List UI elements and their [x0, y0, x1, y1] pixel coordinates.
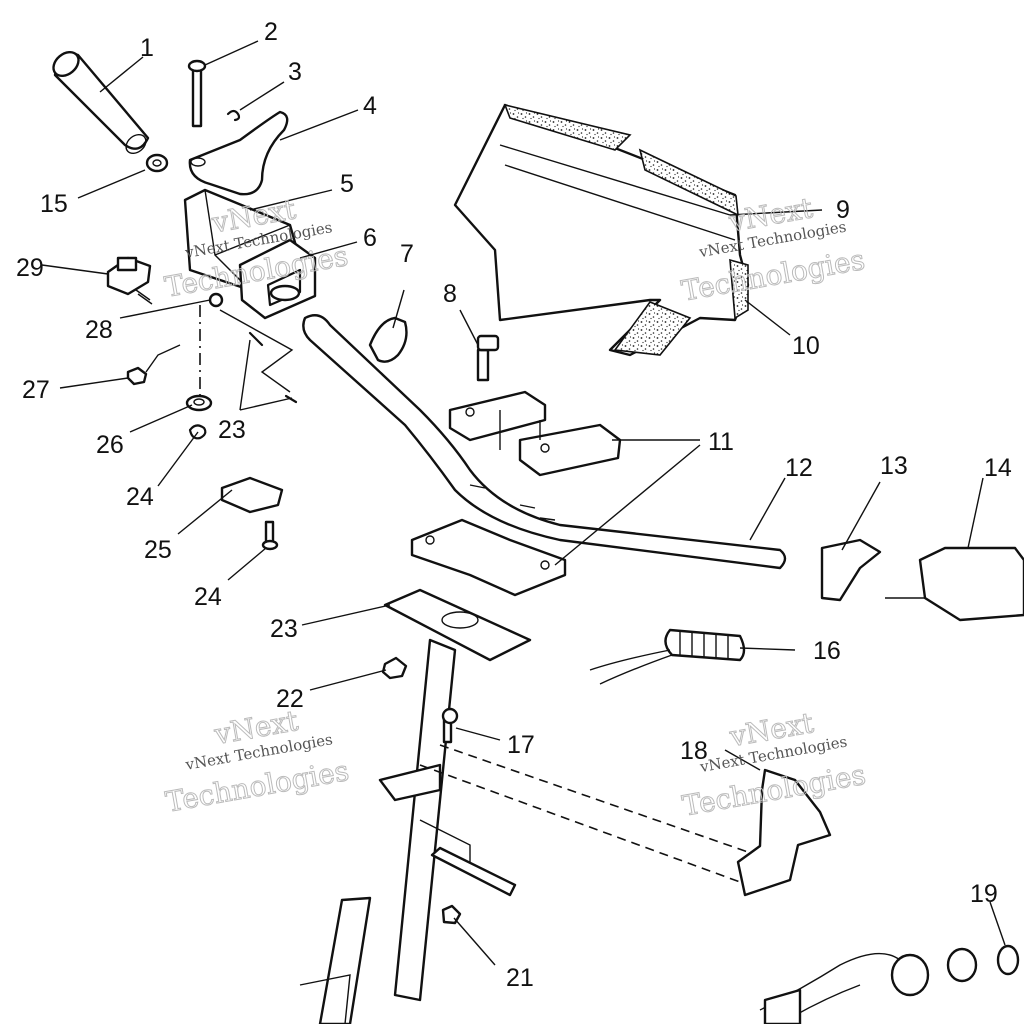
cover-plate: [220, 476, 284, 514]
housing-screw-b: [284, 394, 298, 404]
callout-6: 6: [363, 224, 377, 252]
instrument-hood: [453, 103, 750, 357]
brake-master-cylinder: [885, 546, 1024, 622]
clamp-bolt: [476, 334, 500, 382]
callout-21: 21: [506, 964, 534, 992]
brake-switch: [820, 538, 882, 602]
watermark-bottom-left: vNext vNext Technologies Technologies: [163, 703, 352, 819]
callout-14: 14: [984, 454, 1012, 482]
spring: [589, 628, 746, 685]
callout-17: 17: [507, 731, 535, 759]
callout-22: 22: [276, 685, 304, 713]
callout-27: 27: [22, 376, 50, 404]
plate-screw: [261, 520, 279, 551]
wire-harness: [759, 944, 1020, 1024]
callout-2: 2: [264, 18, 278, 46]
handlebar-clamp-upper: [448, 390, 622, 477]
callout-25: 25: [144, 536, 172, 564]
steering-sleeve: [430, 846, 517, 925]
callout-5: 5: [340, 170, 354, 198]
cable-clamp: [368, 316, 408, 363]
callout-16: 16: [813, 637, 841, 665]
callout-13: 13: [880, 452, 908, 480]
hex-nut-27: [126, 366, 148, 386]
hand-grip: [52, 50, 150, 155]
handlebar: [302, 314, 787, 570]
retaining-clip: [226, 109, 241, 122]
callout-12: 12: [785, 454, 813, 482]
callout-1: 1: [140, 34, 154, 62]
callout-3: 3: [288, 58, 302, 86]
callout-29: 29: [16, 254, 44, 282]
leader-lines: [41, 40, 1006, 966]
housing-screw-a: [248, 331, 264, 347]
callout-10: 10: [792, 332, 820, 360]
pivot-pin: [187, 59, 207, 128]
callout-26: 26: [96, 431, 124, 459]
bracket-bolt: [441, 707, 459, 744]
callout-4: 4: [363, 92, 377, 120]
callout-labels: 1 2 3 4 5 6 7 8 9 10 11 12 13 14 15 16 1…: [16, 18, 1012, 992]
callout-23-screws: 23: [218, 416, 246, 444]
steering-column: [299, 588, 532, 1024]
callout-9: 9: [836, 196, 850, 224]
throttle-lever: [188, 110, 289, 196]
callout-19: 19: [970, 880, 998, 908]
kill-switch: [106, 256, 153, 305]
callout-28: 28: [85, 316, 113, 344]
callout-15: 15: [40, 190, 68, 218]
watermark-top-left: vNext vNext Technologies Technologies: [162, 192, 351, 304]
throttle-housing: [183, 188, 317, 320]
washer-26: [185, 394, 213, 412]
callout-7: 7: [400, 240, 414, 268]
hex-nut-22: [381, 656, 408, 680]
handlebar-clamp-lower: [410, 518, 567, 597]
callout-24-clip: 24: [126, 483, 154, 511]
mounting-bracket: [736, 768, 832, 897]
callout-11: 11: [708, 428, 734, 456]
callout-18: 18: [680, 737, 708, 765]
grip-nut: [145, 153, 169, 173]
callout-8: 8: [443, 280, 457, 308]
callout-23-column: 23: [270, 615, 298, 643]
callout-24-screw: 24: [194, 583, 222, 611]
watermark-bottom-right: vNext vNext Technologies Technologies: [679, 706, 868, 824]
